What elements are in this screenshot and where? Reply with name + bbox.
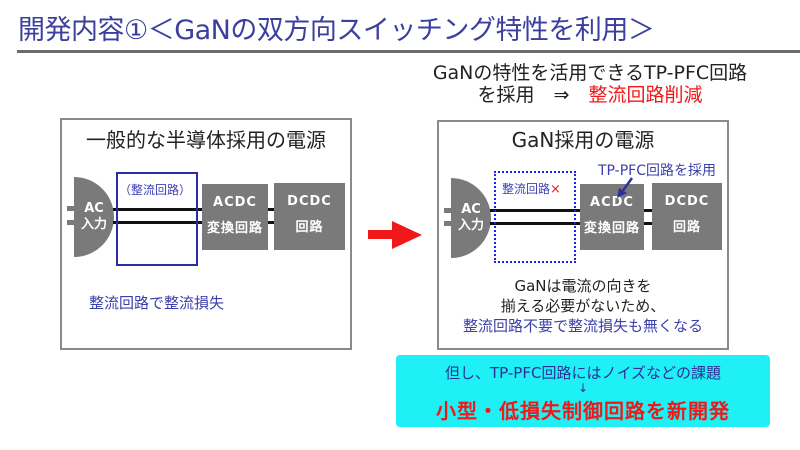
- acdc-sublabel: 変換回路: [583, 221, 640, 236]
- slide-title: 開発内容①＜GaNの双方向スイッチング特性を利用＞: [18, 15, 655, 46]
- acdc-label: ACDC: [213, 195, 257, 210]
- plug-pin-icon: [444, 208, 451, 213]
- removed-x-icon: ×: [550, 182, 561, 197]
- rectifier-label: （整流回路）: [119, 183, 192, 197]
- plug-pin-icon: [67, 206, 74, 211]
- wire-link: [644, 209, 652, 212]
- headline-line-1: GaNの特性を活用できるTP-PFC回路: [432, 62, 748, 84]
- callout-challenge-text: 但し、TP-PFC回路にはノイズなどの課題: [445, 364, 721, 382]
- dcdc-converter-block: DCDC 回路: [652, 183, 722, 250]
- plug-pin-icon: [444, 221, 451, 226]
- panel-title: GaN採用の電源: [511, 128, 655, 152]
- challenge-callout: 但し、TP-PFC回路にはノイズなどの課題 ↓ 小型・低損失制御回路を新開発: [396, 355, 770, 427]
- plug-pin-icon: [67, 220, 74, 225]
- note-line-1: GaNは電流の向きを: [514, 277, 652, 295]
- headline-highlight: 整流回路削減: [588, 84, 703, 106]
- wire-link: [268, 208, 275, 211]
- pointer-arrow-icon: [617, 177, 634, 198]
- headline: GaNの特性を活用できるTP-PFC回路 を採用 ⇒ 整流回路削減: [380, 62, 800, 106]
- input-label: 入力: [457, 218, 484, 233]
- rectifier-circuit-box: [116, 172, 198, 266]
- arrow-head: [392, 221, 422, 249]
- dcdc-sublabel: 回路: [672, 220, 701, 235]
- rectifier-loss-note: 整流回路で整流損失: [89, 294, 225, 312]
- pointer-arrow-line: [620, 177, 634, 193]
- dcdc-sublabel: 回路: [295, 220, 324, 235]
- input-label: 入力: [80, 217, 107, 232]
- headline-line-2: を採用 ⇒ 整流回路削減: [380, 84, 800, 106]
- acdc-converter-block: ACDC 変換回路: [202, 184, 268, 250]
- acdc-sublabel: 変換回路: [206, 221, 263, 236]
- wire-top: [113, 208, 275, 211]
- title-divider: [17, 50, 800, 53]
- rectifier-text: 整流回路: [502, 182, 551, 196]
- removed-rectifier-box: [494, 171, 576, 263]
- headline-prefix: を採用 ⇒: [477, 84, 589, 106]
- rectifier-label: 整流回路×: [502, 180, 561, 197]
- wire-bottom: [490, 222, 655, 225]
- dcdc-converter-block: DCDC 回路: [274, 183, 345, 250]
- note-line-2: 揃える必要がないため、: [500, 297, 666, 315]
- down-arrow-icon: ↓: [577, 381, 589, 395]
- wire-link: [644, 222, 652, 225]
- wire-top: [490, 209, 655, 212]
- pointer-arrow-head: [617, 188, 627, 198]
- ac-label: AC: [84, 201, 104, 216]
- panel-title: 一般的な半導体採用の電源: [86, 128, 326, 152]
- acdc-label: ACDC: [590, 195, 634, 210]
- tp-pfc-pointer-label: TP-PFC回路を採用: [598, 163, 717, 179]
- acdc-tp-pfc-block: ACDC 変換回路: [580, 184, 644, 250]
- wire-link: [268, 221, 275, 224]
- wire-bottom: [113, 221, 275, 224]
- callout-solution-text: 小型・低損失制御回路を新開発: [436, 399, 730, 423]
- gan-benefit-note: GaNは電流の向きを 揃える必要がないため、 整流回路不要で整流損失も無くなる: [437, 276, 729, 336]
- dcdc-label: DCDC: [287, 194, 332, 209]
- note-line-3: 整流回路不要で整流損失も無くなる: [462, 317, 703, 335]
- arrow-shaft: [368, 230, 394, 239]
- ac-label: AC: [461, 202, 481, 217]
- dcdc-label: DCDC: [664, 194, 710, 209]
- right-arrow-icon: [368, 221, 422, 249]
